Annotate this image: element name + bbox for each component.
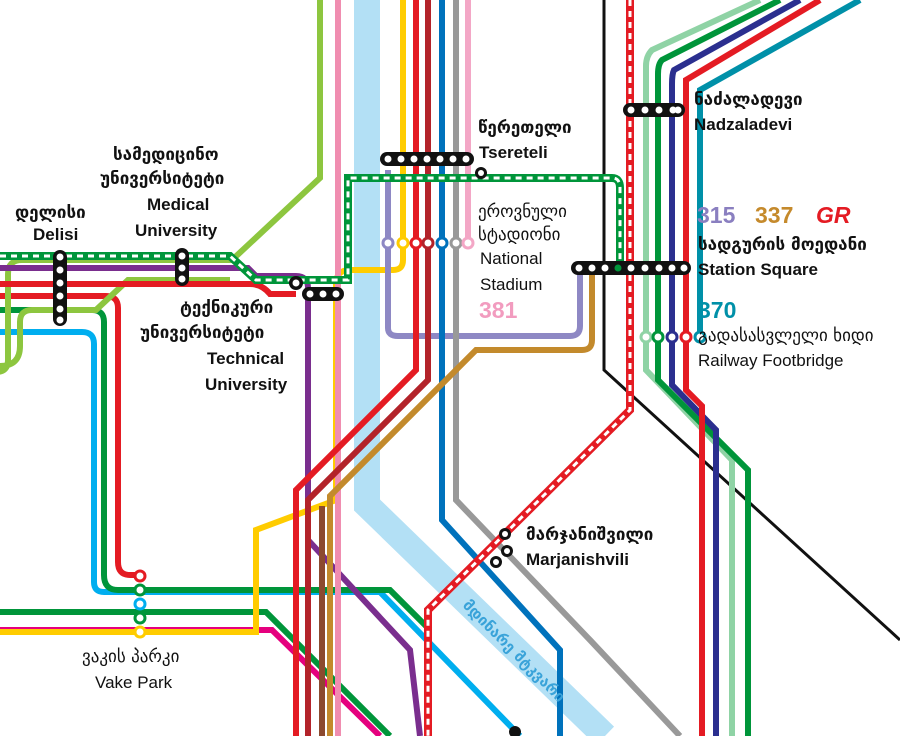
medical-university-label-ka-1: სამედიცინო bbox=[113, 145, 219, 165]
tsereteli-label-ka: წერეთელი bbox=[478, 118, 572, 138]
stop-marjanishvili[interactable] bbox=[490, 528, 513, 568]
national-stadium-label-en-1: National bbox=[480, 249, 542, 268]
national-stadium-label-ka-1: ეროვნული bbox=[478, 202, 567, 222]
vake-park-label-en: Vake Park bbox=[95, 673, 173, 692]
route-line-blue bbox=[439, 0, 563, 736]
route-line-green-right bbox=[655, 0, 782, 736]
national-stadium-label-en-2: Stadium bbox=[480, 275, 542, 294]
route-337-label: 337 bbox=[755, 202, 793, 228]
marjanishvili-label-en: Marjanishvili bbox=[526, 550, 629, 569]
medical-university-label-ka-2: უნივერსიტეტი bbox=[100, 169, 224, 189]
technical-university-label-en-2: University bbox=[205, 375, 288, 394]
technical-university-label-ka-1: ტექნიკური bbox=[180, 298, 273, 318]
nadzaladevi-label-en: Nadzaladevi bbox=[694, 115, 792, 134]
route-line-lavender bbox=[385, 170, 583, 339]
route-line-red-main bbox=[293, 0, 419, 736]
route-line-navy bbox=[669, 0, 802, 736]
route-370-label: 370 bbox=[698, 297, 736, 323]
route-line-green-lower bbox=[0, 609, 393, 736]
railway-footbridge-label-en: Railway Footbridge bbox=[698, 351, 844, 370]
route-line-red-horizontal bbox=[0, 281, 296, 297]
stop-station-square[interactable] bbox=[571, 261, 691, 275]
technical-university-label-en-1: Technical bbox=[207, 349, 284, 368]
route-381-label: 381 bbox=[479, 297, 518, 323]
stop-tsereteli[interactable] bbox=[380, 152, 487, 179]
route-line-darkred bbox=[305, 0, 431, 736]
station-square-label-en: Station Square bbox=[698, 260, 818, 279]
stop-medical-university[interactable] bbox=[175, 248, 189, 286]
route-line-teal bbox=[697, 0, 862, 336]
railway-footbridge-label-ka: გადასასვლელი ხიდი bbox=[698, 326, 874, 346]
technical-university-label-ka-2: უნივერსიტეტი bbox=[140, 323, 264, 343]
river bbox=[354, 0, 615, 736]
stop-vake-park[interactable] bbox=[133, 569, 147, 639]
delisi-label-en: Delisi bbox=[33, 225, 78, 244]
route-line-grey bbox=[453, 0, 683, 736]
route-line-lime-2 bbox=[0, 277, 230, 369]
stop-technical-university[interactable] bbox=[289, 276, 344, 301]
stop-delisi[interactable] bbox=[53, 250, 67, 326]
route-315-label: 315 bbox=[697, 202, 736, 228]
route-line-red-right bbox=[683, 0, 822, 736]
station-square-label-ka: სადგურის მოედანი bbox=[698, 235, 867, 255]
national-stadium-label-ka-2: სტადიონი bbox=[478, 225, 560, 245]
stop-nadzaladevi[interactable] bbox=[623, 103, 685, 117]
route-line-cyan bbox=[0, 329, 523, 736]
stop-railway-footbridge[interactable] bbox=[639, 330, 707, 344]
delisi-label-ka: დელისი bbox=[15, 203, 86, 223]
stop-national-stadium[interactable] bbox=[381, 236, 475, 250]
railway-green-dash bbox=[0, 176, 622, 282]
marjanishvili-label-ka: მარჯანიშვილი bbox=[526, 525, 653, 545]
vake-park-label-ka: ვაკის პარკი bbox=[82, 647, 179, 667]
medical-university-label-en-2: University bbox=[135, 221, 218, 240]
nadzaladevi-label-ka: ნაძალადევი bbox=[694, 90, 803, 110]
route-line-black bbox=[602, 0, 900, 642]
route-line-orange-brown bbox=[327, 268, 595, 736]
railway-red-dash bbox=[426, 0, 632, 736]
tsereteli-label-en: Tsereteli bbox=[479, 143, 548, 162]
medical-university-label-en-1: Medical bbox=[147, 195, 209, 214]
gr-logo: GR bbox=[816, 202, 851, 228]
stop-bottom-edge[interactable] bbox=[509, 726, 521, 736]
